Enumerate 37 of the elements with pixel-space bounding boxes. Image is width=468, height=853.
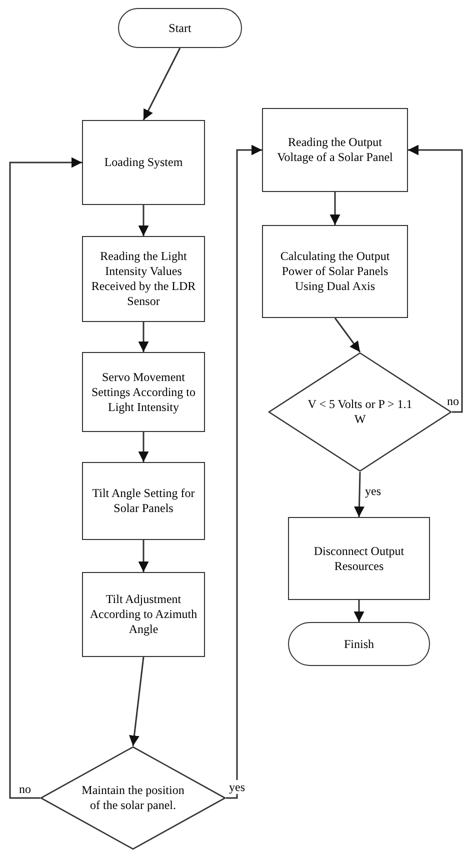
arrow [138,540,149,572]
edge-label: yes [228,780,246,794]
node-text: Servo Movement Settings According to Light Intensity [90,370,196,414]
process-box [82,236,205,322]
node-text: Tilt Adjustment According to Azimuth Angle [89,592,198,637]
node-text: Start [168,20,192,36]
node-text: Reading the Light Intensity Values Received by the LDR Sensor [90,249,197,309]
process-box [262,108,408,192]
arrow [226,144,262,799]
node-text: V < 5 Volts or P > 1.1 W [306,397,414,427]
process-box [288,517,430,600]
node-text: Maintain the position of the solar panel. [80,783,186,813]
node-text: Loading System [104,155,183,170]
arrow [138,205,149,236]
arrow [142,48,181,120]
process-box [82,572,205,657]
arrow [9,157,82,799]
process-box [82,352,205,432]
arrow [354,600,364,622]
process-box [262,225,408,318]
arrow [408,144,463,413]
node-text: Tilt Angle Setting for Solar Panels [91,486,196,516]
arrow [138,322,149,352]
arrow [330,192,340,225]
node-text: Reading the Output Voltage of a Solar Panel [276,135,394,165]
arrow [129,656,144,746]
terminal-shape [118,8,242,48]
node-text: Disconnect Output Resources [312,544,406,574]
arrow [354,472,364,518]
node-text: Calculating the Output Power of Solar Panels Using Dual Axis [279,249,391,294]
process-box [82,462,205,540]
decision-diamond [40,746,226,850]
arrow [334,318,361,352]
node-text: Finish [344,636,374,652]
arrow [138,432,149,462]
terminal-shape [288,622,430,666]
process-box [82,120,205,205]
